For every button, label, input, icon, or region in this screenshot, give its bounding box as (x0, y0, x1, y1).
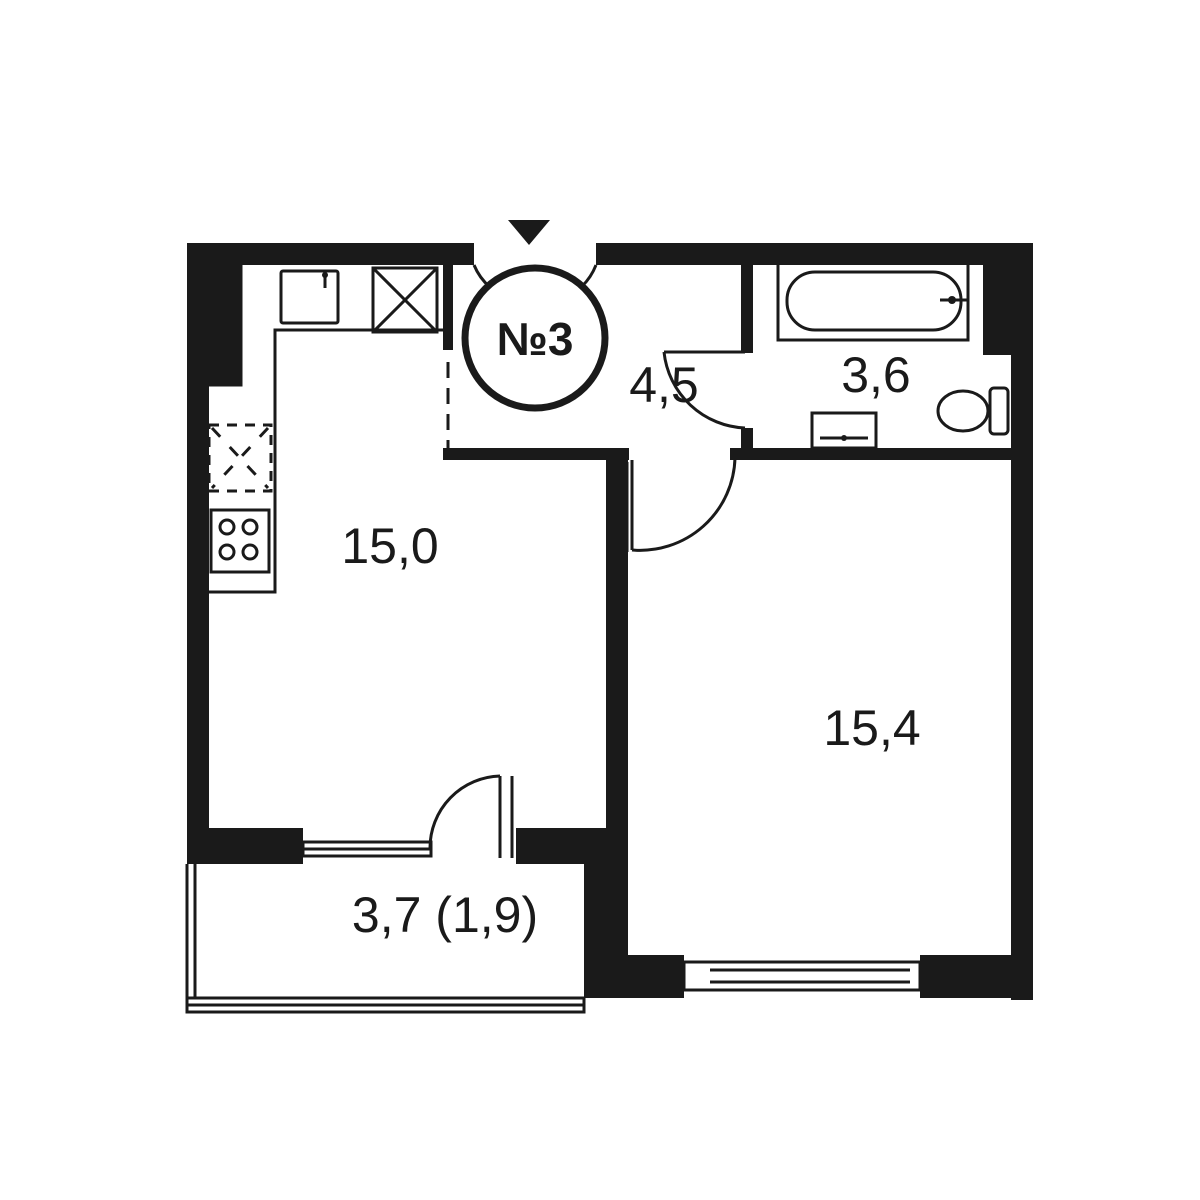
balcony-area: 3,7 (1,9) (352, 887, 538, 943)
bedroom-door (625, 457, 737, 552)
washbasin-icon (810, 411, 878, 450)
balcony-door (428, 774, 514, 858)
unit-number: №3 (497, 313, 574, 365)
bathroom-area: 3,6 (841, 347, 911, 403)
balcony-outline (185, 864, 586, 1014)
unit-number-badge: №3 (461, 264, 609, 412)
window-kitchen (301, 840, 433, 858)
bathtub-icon (776, 260, 970, 342)
kitchen-counter (209, 265, 443, 594)
entrance-arrow-icon (508, 220, 550, 245)
ventilation-shaft-icon (371, 266, 439, 334)
bathroom-door (662, 350, 746, 430)
window-bedroom (682, 960, 922, 992)
walls (187, 243, 1033, 1000)
stove-icon (209, 508, 271, 574)
sink-icon (279, 269, 340, 325)
fridge-icon (207, 423, 273, 493)
hall-area: 4,5 (629, 357, 699, 413)
kitchen-living-area: 15,0 (341, 518, 438, 574)
toilet-icon (936, 386, 1010, 436)
bedroom-area: 15,4 (823, 700, 920, 756)
